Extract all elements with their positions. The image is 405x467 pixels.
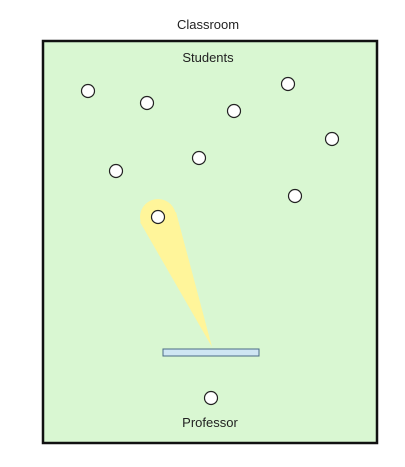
- student-seat: [324, 131, 340, 147]
- student-seat: [108, 163, 124, 179]
- professor-position: [203, 390, 219, 406]
- classroom-title: Classroom: [177, 17, 239, 32]
- student-seat: [80, 83, 96, 99]
- student-seat-highlighted: [150, 209, 166, 225]
- student-seat: [280, 76, 296, 92]
- professor-label: Professor: [182, 415, 238, 430]
- students-label: Students: [182, 50, 234, 65]
- student-seat: [139, 95, 155, 111]
- professor-desk: [162, 348, 260, 357]
- student-seat: [287, 188, 303, 204]
- students-group: [80, 76, 340, 225]
- classroom-floor: [41, 39, 379, 445]
- student-seat: [226, 103, 242, 119]
- student-seat: [191, 150, 207, 166]
